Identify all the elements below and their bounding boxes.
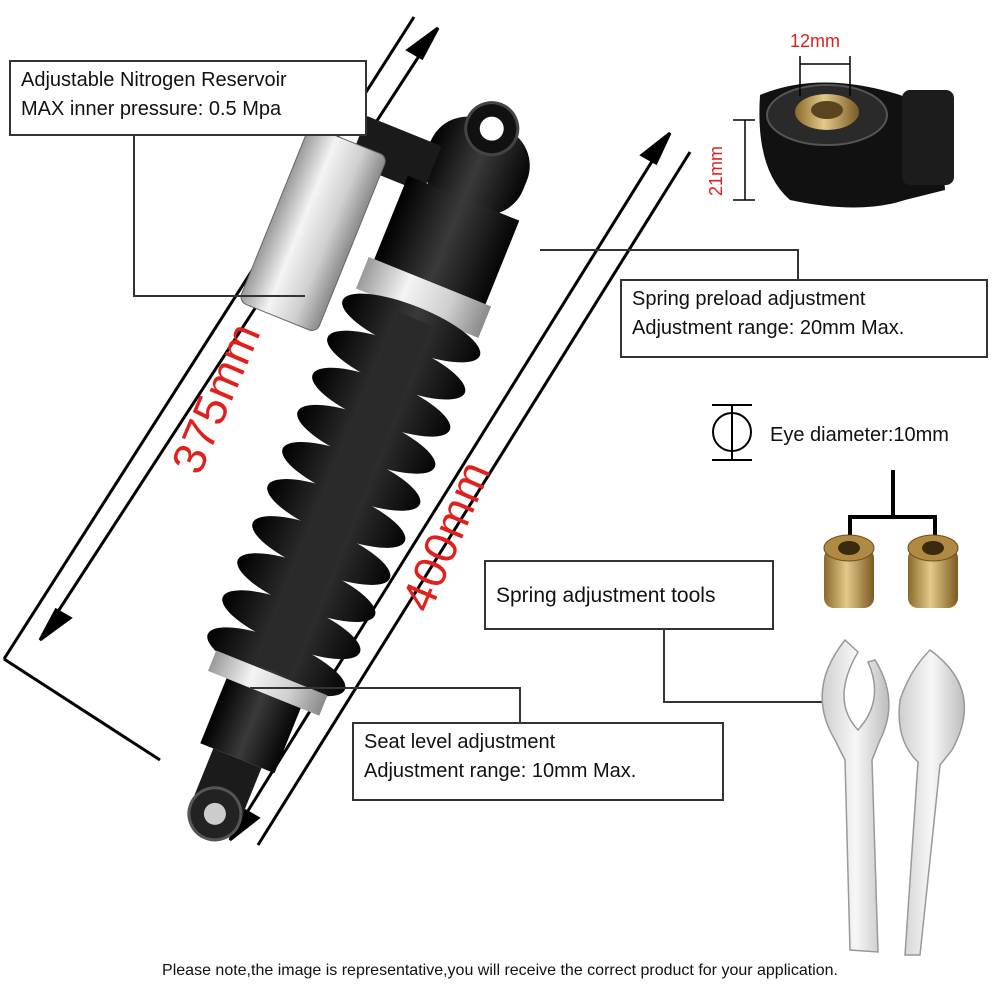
mount-width-label: 12mm [790, 31, 841, 51]
callout-preload: Spring preload adjustment Adjustment ran… [620, 279, 988, 358]
callout-tools: Spring adjustment tools [484, 560, 774, 630]
callout-leaders [133, 136, 824, 722]
callout-reservoir-title: Adjustable Nitrogen Reservoir [21, 69, 287, 91]
shock-absorber-image [187, 101, 530, 842]
callout-tools-title: Spring adjustment tools [496, 584, 716, 607]
footnote: Please note,the image is representative,… [162, 962, 838, 979]
callout-seat-detail: Adjustment range: 10mm Max. [364, 760, 637, 782]
callout-preload-title: Spring preload adjustment [632, 288, 866, 310]
callout-seat-title: Seat level adjustment [364, 731, 556, 753]
callout-preload-detail: Adjustment range: 20mm Max. [632, 317, 905, 339]
mount-eye-closeup [733, 56, 954, 208]
callout-seat-level: Seat level adjustment Adjustment range: … [352, 722, 724, 801]
spanner-wrenches-image [821, 638, 965, 956]
callout-reservoir: Adjustable Nitrogen Reservoir MAX inner … [9, 60, 367, 136]
eye-diameter-label: Eye diameter:10mm [770, 424, 949, 446]
diameter-symbol-icon [712, 404, 752, 461]
mount-height-label: 21mm [706, 145, 726, 196]
dim-375-tick [3, 657, 161, 762]
bushing-pair-image [823, 470, 959, 608]
callout-reservoir-detail: MAX inner pressure: 0.5 Mpa [21, 98, 282, 120]
